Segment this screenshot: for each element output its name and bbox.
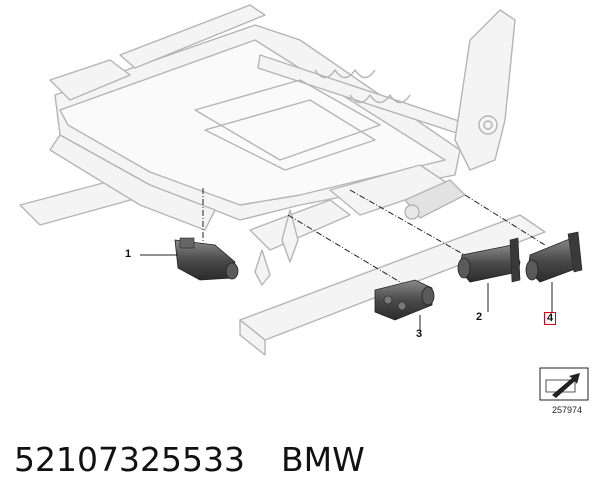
callout-3: 3 xyxy=(416,328,423,340)
diagram-number: 257974 xyxy=(552,405,583,415)
callout-4-highlighted: 4 xyxy=(544,312,557,325)
seat-frame xyxy=(19,4,546,356)
leader-lines xyxy=(202,188,546,286)
callout-2: 2 xyxy=(476,311,483,323)
brand-name: BMW xyxy=(280,440,365,479)
part-4-motor xyxy=(525,231,583,312)
part-2-motor xyxy=(457,237,521,312)
parts-arrow-icon xyxy=(539,367,589,401)
part-footer: 52107325533 BMW xyxy=(14,440,365,479)
part-number: 52107325533 xyxy=(14,440,245,479)
callout-1: 1 xyxy=(125,248,132,260)
part-3-motor xyxy=(374,279,435,330)
part-1-motor xyxy=(140,237,239,281)
